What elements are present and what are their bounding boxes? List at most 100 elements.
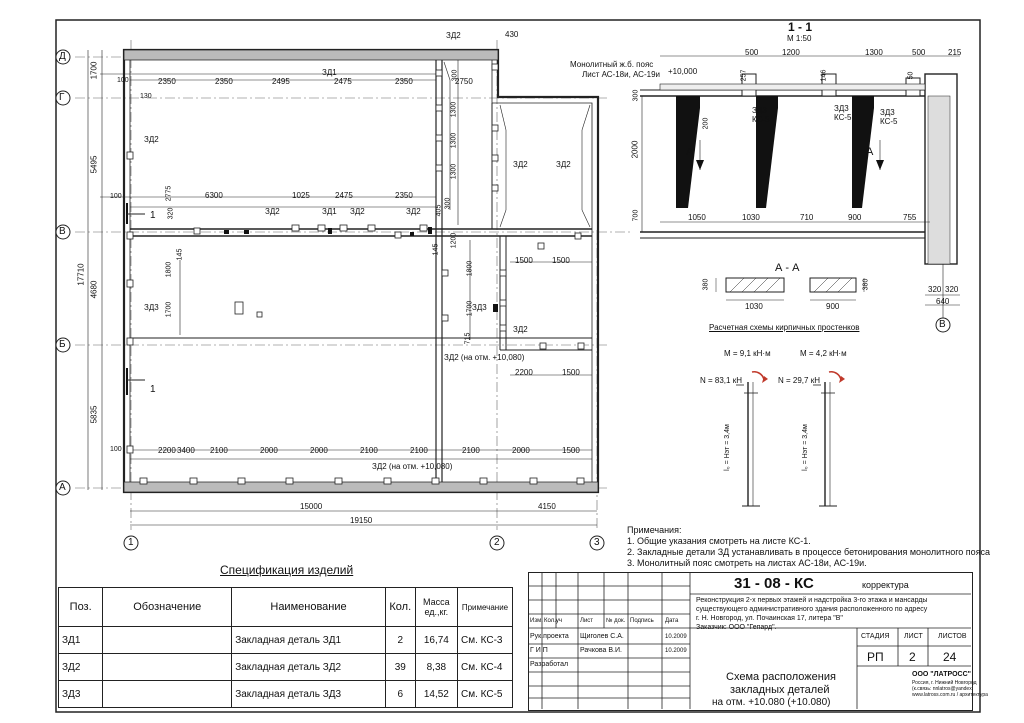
dim-mid: 145 [176, 248, 184, 261]
dim-top: 2475 [334, 77, 352, 86]
dim-right: 1800 [466, 260, 474, 277]
section-cut-mark: 1 [150, 210, 156, 221]
zd-label: ЗД2 [406, 207, 421, 216]
dim-left-1700: 1700 [89, 61, 99, 80]
section-dim: 2000 [630, 140, 640, 159]
stamp-col: Кол.уч [544, 618, 562, 624]
zd-label: ЗД2 [350, 207, 365, 216]
company-line: Россия, г. Нижний Новгород [912, 680, 977, 686]
zd-label: ЗД3 [880, 108, 895, 117]
dim-right: 145 [432, 243, 440, 256]
dim-bottom: 2100 [410, 446, 428, 455]
dim-mid: 100 [110, 193, 122, 200]
stamp-role: Г И П [530, 647, 548, 654]
drawing-title: на отм. +10.080 (+10.080) [712, 697, 831, 708]
zd-label: ЗД2 [556, 160, 571, 169]
drawing-title: закладных деталей [730, 684, 830, 696]
spec-header: Примечание [456, 587, 514, 627]
zd-label: ЗД2 [513, 160, 528, 169]
dim-top: 430 [505, 30, 519, 39]
notes-title: Примечания: [627, 525, 682, 535]
plan-grid-lines [75, 40, 630, 530]
title-block [528, 572, 973, 711]
ks-label: КС-5 [752, 115, 770, 124]
aa-dim: 380 [702, 278, 710, 291]
section-dim: 146 [820, 69, 828, 82]
calc-n2: N = 29,7 кН [778, 376, 820, 385]
section-dim: 710 [800, 213, 814, 222]
axis-section-v: В [939, 319, 946, 330]
spec-header: Наименование [231, 587, 386, 627]
spec-designation [102, 626, 233, 654]
drawing-title: Схема расположения [726, 671, 836, 683]
zd-label: ЗД2 [144, 135, 159, 144]
dim-top: 2350 [158, 77, 176, 86]
spec-designation [102, 653, 233, 681]
dim-mid: 300 [444, 197, 452, 210]
calc-len2: l₀ = Нэт = 3,4м [801, 424, 809, 471]
company-name: ООО "ЛАТРОСС" [912, 671, 971, 678]
note-item: 1. Общие указания смотреть на листе КС-1… [627, 536, 811, 546]
dim-overall-4150: 4150 [538, 502, 556, 511]
spec-name: Закладная деталь ЗД3 [231, 680, 386, 708]
section-dim: 257 [740, 69, 748, 82]
section-dim: 755 [903, 213, 917, 222]
sheets-label: ЛИСТОВ [938, 633, 967, 640]
stage-label: СТАДИЯ [861, 633, 890, 640]
dim-overall-15000: 15000 [300, 502, 323, 511]
wall-dim: 640 [936, 297, 950, 306]
spec-header: Поз. [57, 587, 104, 627]
spec-qty: 6 [384, 680, 416, 708]
section-title: 1 - 1 [788, 20, 813, 34]
dim-bottom: 1500 [562, 446, 580, 455]
spec-qty: 2 [384, 626, 416, 654]
dim-mid: 2475 [335, 191, 353, 200]
section-1-1 [640, 55, 960, 318]
dim-bottom: 2200 [158, 446, 176, 455]
project-line: существующего административного здания р… [696, 606, 928, 613]
axis-col-1: 1 [128, 537, 134, 548]
table-row: ЗД3 Закладная деталь ЗД3 6 14,52 См. КС-… [57, 680, 514, 708]
spec-pos: ЗД1 [57, 626, 104, 654]
calc-title: Расчетная схемы кирпичных простенков [709, 323, 860, 332]
wall-dim: 320 [928, 285, 942, 294]
dim-overall-17710: 17710 [76, 263, 86, 286]
company-line: www.latross.com.ru / архитектура [912, 692, 988, 698]
stamp-grid [528, 572, 971, 709]
section-a-a [715, 277, 865, 301]
spec-pos: ЗД3 [57, 680, 104, 708]
dim-right: 1700 [165, 301, 173, 318]
level-mark: +10,000 [668, 67, 698, 76]
zd-label: ЗД3 [752, 106, 767, 115]
dim-mid: 2350 [395, 191, 413, 200]
table-row: ЗД1 Закладная деталь ЗД1 2 16,74 См. КС-… [57, 626, 514, 654]
dim-left-5835: 5835 [89, 405, 99, 424]
axis-col-3: 3 [594, 537, 600, 548]
aa-dim: 380 [862, 278, 870, 291]
dim-mid: 1025 [292, 191, 310, 200]
stamp-date: 10.2009 [665, 648, 687, 654]
aa-dim: 1030 [745, 302, 763, 311]
belt-label: Монолитный ж.б. пояс [570, 60, 654, 69]
spec-header: Кол. [384, 587, 416, 627]
spec-qty: 39 [384, 653, 416, 681]
wall-dim: 320 [945, 285, 959, 294]
cut-mark-a: А [866, 146, 874, 158]
zd-label: ЗД1 [322, 207, 337, 216]
spec-header-row: Поз. Обозначение Наименование Кол. Масса… [57, 587, 514, 627]
dim-right: 2200 [515, 368, 533, 377]
ks-label: КС-5 [880, 117, 898, 126]
axis-row-d: Д [59, 51, 66, 62]
dim-right: 1300 [450, 163, 458, 180]
section-dim: 200 [702, 117, 710, 130]
dim-bottom: 2000 [512, 446, 530, 455]
zd-label: ЗД3 [834, 104, 849, 113]
calc-len1: l₀ = Нэт = 3,4м [723, 424, 731, 471]
project-line: Заказчик: ООО "Гепард". [696, 624, 777, 631]
dim-top: 2350 [215, 77, 233, 86]
floor-plan [75, 40, 630, 530]
spec-header: Обозначение [102, 587, 233, 627]
section-dim: 900 [848, 213, 862, 222]
zd-label: ЗД1 [322, 68, 337, 77]
spec-pos: ЗД2 [57, 653, 104, 681]
